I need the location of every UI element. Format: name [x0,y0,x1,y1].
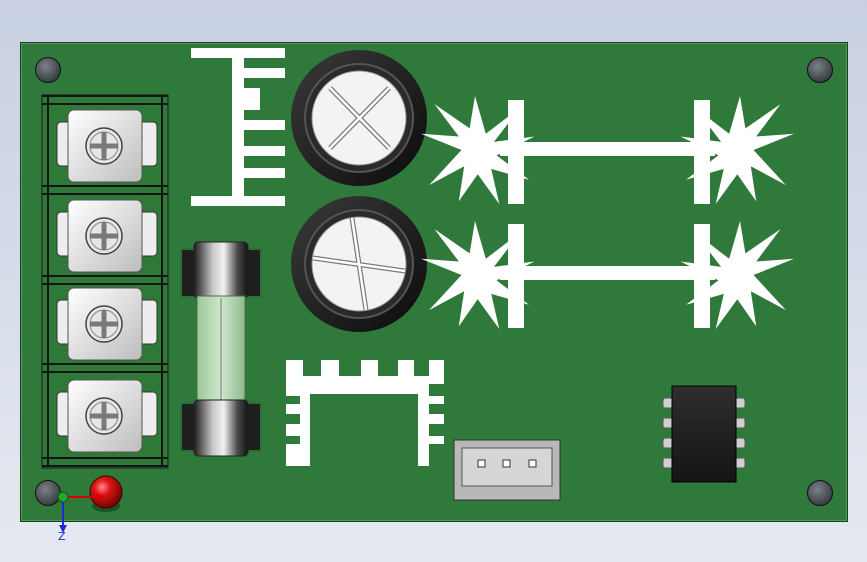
red-led[interactable] [89,475,123,512]
capacitor-bottom[interactable] [291,196,427,332]
mounting-hole-top-left [35,57,61,83]
capacitor-top[interactable] [291,50,427,186]
star-pad-top [421,96,794,204]
three-pin-connector[interactable] [453,439,561,501]
coordinate-triad-icon [57,491,104,533]
ic-chip[interactable] [662,385,746,483]
terminal-screw-icon [85,127,123,435]
heatsink-pad-top [191,48,285,206]
star-pad-bottom [421,221,794,329]
heatsink-pad-bottom [286,360,444,466]
glass-fuse[interactable] [180,241,262,457]
z-axis-label: Z [58,530,66,543]
mounting-hole-top-right [807,57,833,83]
mounting-hole-bottom-right [807,480,833,506]
